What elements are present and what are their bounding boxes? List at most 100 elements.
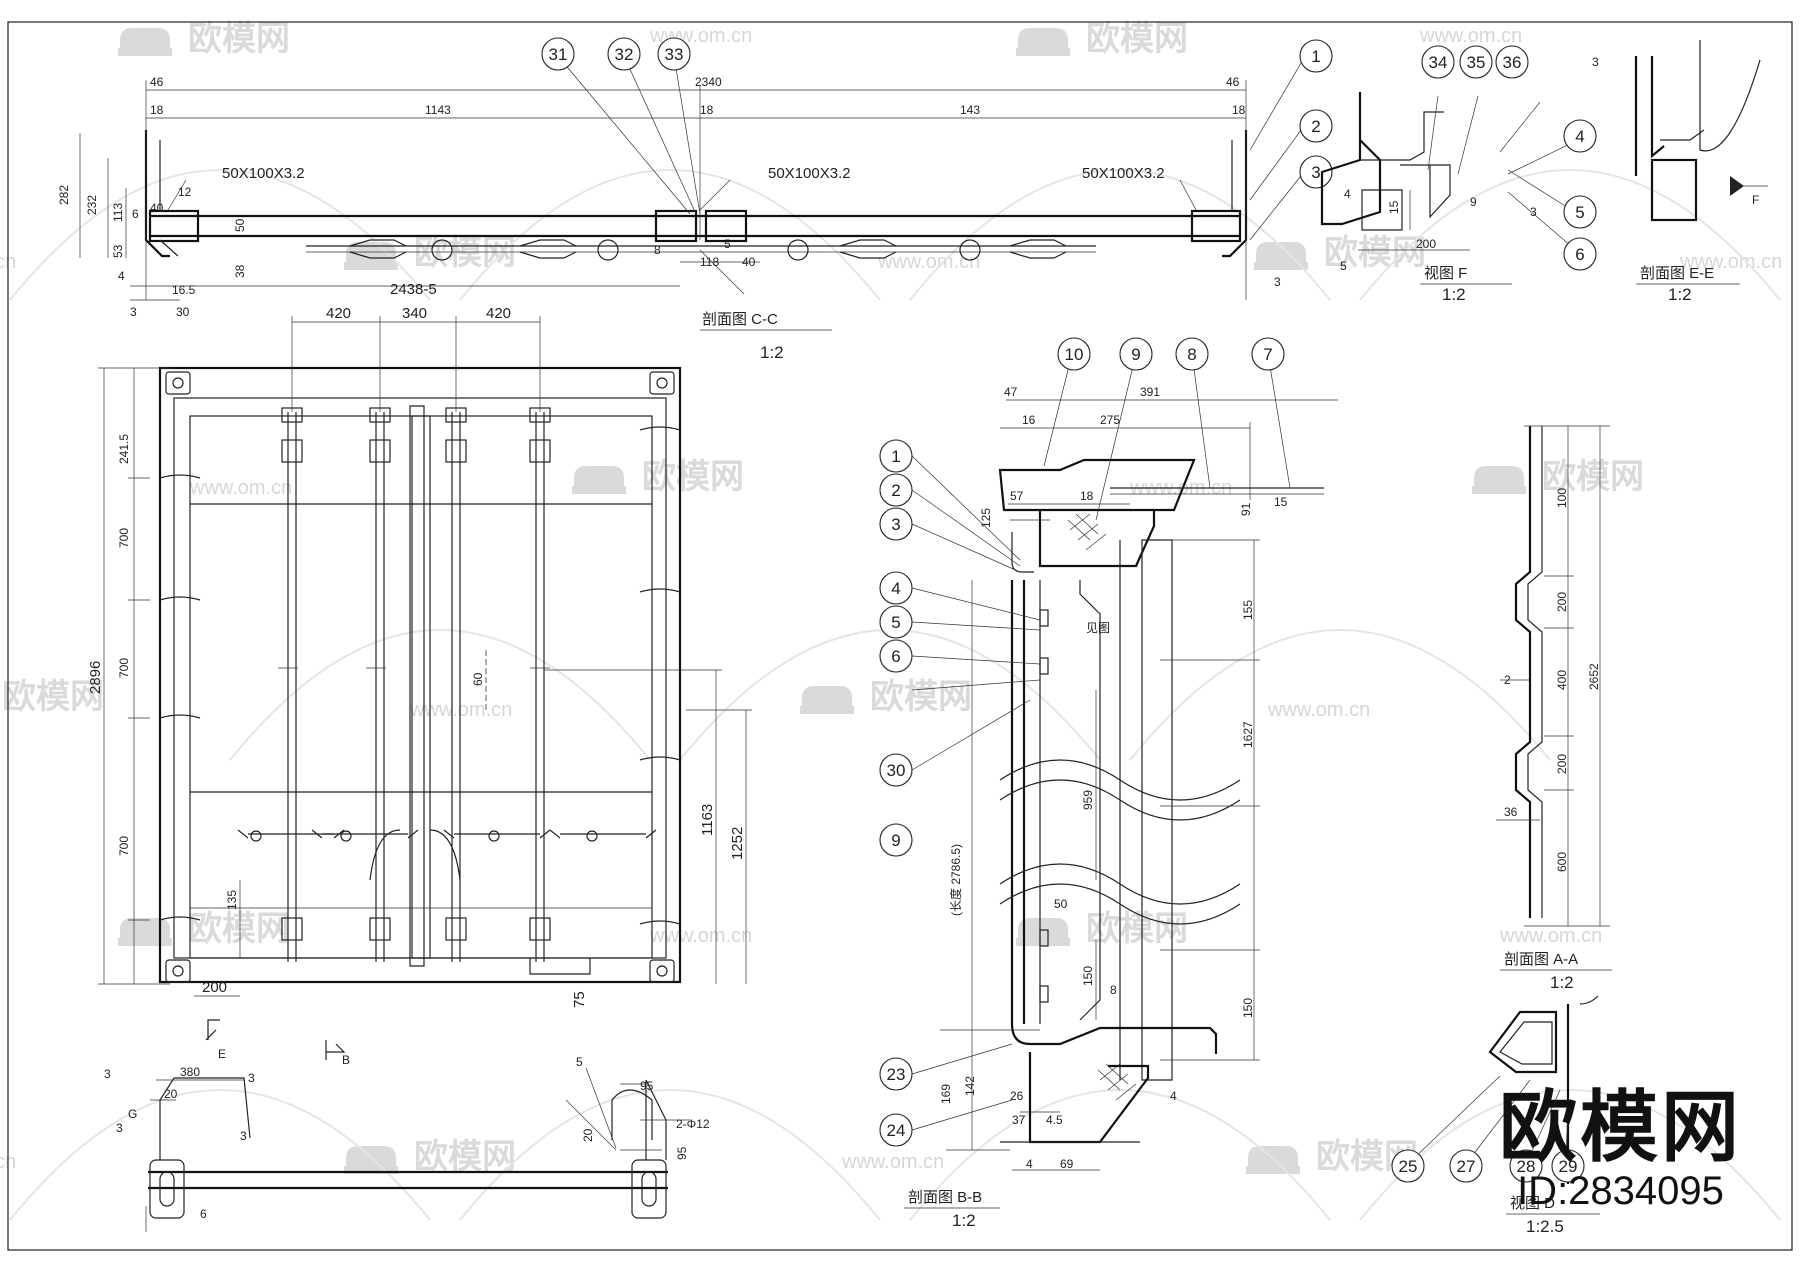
dim-1252: 1252 (729, 827, 746, 860)
balloon-9-top: 9 (1119, 337, 1153, 371)
dim-340: 340 (402, 305, 427, 322)
dim-600: 600 (1555, 852, 1569, 872)
weld-5: 5 (724, 237, 731, 251)
dim-200-aa1: 200 (1555, 592, 1569, 612)
dim-2652: 2652 (1587, 663, 1601, 690)
svg-text:8: 8 (1187, 345, 1196, 364)
tube-leaders (167, 179, 1197, 211)
balloon-6: 6 (1563, 237, 1597, 271)
dim-3-right: 3 (1274, 275, 1281, 289)
section-hatch-icon (1097, 1063, 1137, 1101)
cc-left-post-inner (159, 140, 179, 257)
svg-text:4: 4 (891, 579, 900, 598)
sofa-logo-icon (1472, 466, 1526, 494)
plan-weld-leaders (565, 1067, 617, 1151)
cc-cam-locks (349, 239, 1067, 259)
watermark-url: www.om.cn (877, 251, 980, 273)
f-plate (1360, 111, 1444, 161)
f-bracket (1400, 164, 1451, 219)
dim-75: 75 (571, 991, 588, 1008)
balloon-9: 9 (879, 823, 913, 857)
dim-391: 391 (1140, 385, 1160, 399)
balloon-36: 36 (1495, 45, 1529, 79)
dim-232: 232 (85, 195, 99, 215)
dim-15: 15 (1274, 495, 1288, 509)
watermark-url: www.om.cn (649, 925, 752, 947)
dim-420-right: 420 (486, 305, 511, 322)
section-bb: 47 391 16 275 57 18 125 15 91 155 1627 9… (879, 337, 1338, 1230)
watermark-logo-2: 欧模网 (1016, 20, 1188, 58)
svg-text:24: 24 (887, 1121, 906, 1140)
balloon-l1: 1 (879, 439, 913, 473)
dim-100: 100 (1555, 488, 1569, 508)
watermark-brand: 欧模网 (414, 234, 516, 272)
sofa-logo-icon (1016, 28, 1070, 56)
tube-label-left: 50X100X3.2 (222, 165, 305, 182)
sofa-logo-icon (1254, 242, 1308, 270)
dim-46-right: 46 (1226, 75, 1240, 89)
bb-top-header (998, 458, 1196, 512)
dim-2-aa: 2 (1504, 673, 1511, 687)
section-marker-e (205, 1019, 220, 1041)
weld-3-ee: 3 (1592, 55, 1599, 69)
section-aa: 100 200 400 200 600 2652 36 2 剖面图 A-A 1:… (1496, 425, 1612, 992)
dim-380: 380 (180, 1065, 200, 1079)
dim-50: 50 (233, 218, 247, 232)
dim-959: 959 (1081, 790, 1095, 810)
d-balloons: 25 27 28 29 (1391, 1149, 1585, 1183)
dim-118: 118 (700, 255, 719, 269)
svg-text:29: 29 (1559, 1157, 1578, 1176)
plan-left-casting (149, 1159, 185, 1219)
cc-balloons: 31 32 33 1 2 3 (541, 37, 1333, 189)
svg-text:3: 3 (1311, 163, 1320, 182)
bb-bolts (1039, 609, 1049, 1003)
dim-700-2: 700 (117, 658, 131, 678)
bb-dim-lines (940, 399, 1338, 1171)
dim-53: 53 (111, 244, 125, 258)
weld-5-b: 5 (576, 1055, 583, 1069)
f-tube (1361, 189, 1403, 231)
dim-169: 169 (939, 1084, 953, 1104)
balloon-35: 35 (1459, 45, 1493, 79)
dim-4-5: 4.5 (1046, 1113, 1063, 1127)
ee-title: 剖面图 E-E (1640, 265, 1714, 282)
f-leader-6 (1507, 191, 1579, 253)
dim-150: 150 (1081, 966, 1095, 986)
dim-200: 200 (1416, 237, 1436, 251)
balloon-l6: 6 (879, 639, 913, 673)
balloon-30: 30 (879, 753, 913, 787)
bb-balloons: 10 9 8 7 1 2 3 4 5 6 30 9 23 24 (879, 337, 1285, 1147)
bb-break-line-2 (999, 779, 1241, 821)
balloon-29: 29 (1551, 1149, 1585, 1183)
dim-2438-5: 2438-5 (390, 281, 437, 298)
balloon-32: 32 (607, 37, 641, 71)
bb-top-tube (1038, 510, 1156, 568)
watermark-brand: 欧模网 (414, 1138, 516, 1176)
dim-4-bb: 4 (1026, 1157, 1033, 1171)
aa-profile-outer (1514, 426, 1532, 918)
watermark-url: www.om.cn (1267, 699, 1370, 721)
tube-label-right: 50X100X3.2 (1082, 165, 1165, 182)
svg-text:4: 4 (1575, 127, 1584, 146)
svg-text:1: 1 (891, 447, 900, 466)
weld-5-f: 5 (1340, 259, 1347, 273)
dim-47: 47 (1004, 385, 1018, 399)
bb-scale: 1:2 (952, 1211, 976, 1230)
sofa-logo-icon (118, 28, 172, 56)
weld-3-c: 3 (116, 1121, 123, 1135)
note-see: 见图 (1086, 621, 1110, 635)
watermark-brand: 欧模网 (1086, 20, 1188, 58)
aa-dim-lines (1496, 425, 1610, 927)
svg-text:2: 2 (1311, 117, 1320, 136)
plan-left-bracket (159, 1077, 251, 1160)
corner-castings (165, 371, 675, 983)
aa-scale: 1:2 (1550, 973, 1574, 992)
weld-4-bb: 4 (1170, 1089, 1177, 1103)
dim-26: 26 (1010, 1089, 1024, 1103)
dim-95-a: 95 (640, 1079, 654, 1093)
d-post-top (1579, 995, 1599, 1005)
dim-2340: 2340 (695, 75, 722, 89)
door-leaf-left (189, 415, 431, 959)
view-f: 200 15 9 3 4 5 34 35 36 4 5 6 视图 F 1:2 (1320, 45, 1597, 304)
plan-dim-lines (145, 1079, 690, 1232)
